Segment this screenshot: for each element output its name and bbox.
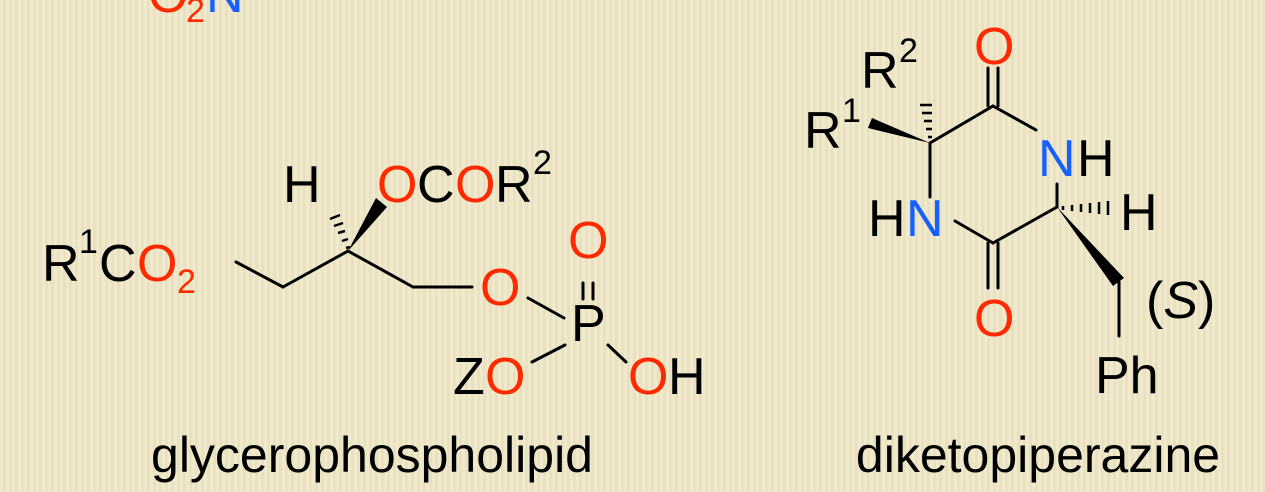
d-r1-atom: R [804,102,842,160]
g-r1-atom: R [42,235,80,293]
g-ocor-superscript: 2 [533,144,552,182]
g-zo-o-atom: O [485,348,525,406]
bond-o-p [526,296,566,320]
g-o-double-atom: O [568,212,608,270]
d-hn-n-atom: N [906,190,944,248]
g-p-atom: P [571,295,606,353]
ring-bond-c1-c2 [928,104,995,145]
g-ocor-c: C [417,156,455,214]
g-c-atom: C [99,235,137,293]
g-oh-h-atom: H [668,348,706,406]
top-n-atom: N [206,0,244,24]
d-nh-n-atom: N [1038,130,1076,188]
ring-bond-c2-n1 [991,104,1038,132]
ring-bond-c3-c4 [991,205,1059,245]
bond-ester-ch2 [234,260,285,289]
ring-bond-c4-n2 [953,219,995,245]
g-z-atom: Z [453,348,485,406]
wedge-bond-r1 [868,118,930,143]
g-ocor-r: R [495,156,533,214]
glycerophospholipid-structure: R 1 C O 2 H O C O R 2 O O P Z O O H glyc… [42,144,706,483]
g-o2-subscript: 2 [177,263,196,301]
diketopiperazine-caption: diketopiperazine [856,427,1220,483]
top-o-atom: O [148,0,188,24]
d-h-right-atom: H [1120,184,1158,242]
glycerophospholipid-caption: glycerophospholipid [151,427,593,483]
g-r1-superscript: 1 [79,223,98,261]
hashed-bond-h [1061,201,1110,215]
d-r2-atom: R [861,42,899,100]
hashed-bond-r2 [920,103,932,139]
bond-chiral-ch2 [346,249,415,289]
bond-p-oz [530,343,567,364]
d-o-bottom-atom: O [974,290,1014,348]
hashed-bond-h [329,213,351,250]
diketopiperazine-structure: R 2 O R 1 N H H N H O (S) Ph diketopiper… [804,18,1220,483]
g-o-ester-atom: O [480,259,520,317]
bond-p-oh [606,343,628,364]
top-o-subscript: 2 [186,0,205,30]
d-r2-superscript: 2 [899,32,918,70]
g-h-atom: H [283,156,321,214]
bond-ch2-chiral [281,249,350,289]
wedge-bond-ocor [348,198,387,251]
d-r1-superscript: 1 [842,92,861,130]
g-ocor-o1: O [377,156,417,214]
d-ph-group: Ph [1095,347,1159,405]
top-fragment: O 2 N [148,0,244,30]
g-o2-atom: O [137,235,177,293]
d-o-top-atom: O [974,18,1014,76]
g-ocor-o2: O [455,156,495,214]
stereo-descriptor: (S) [1146,272,1215,330]
g-oh-o-atom: O [628,348,668,406]
d-hn-h-atom: H [868,190,906,248]
wedge-bond-benzyl [1057,207,1124,286]
d-nh-h-atom: H [1077,130,1115,188]
